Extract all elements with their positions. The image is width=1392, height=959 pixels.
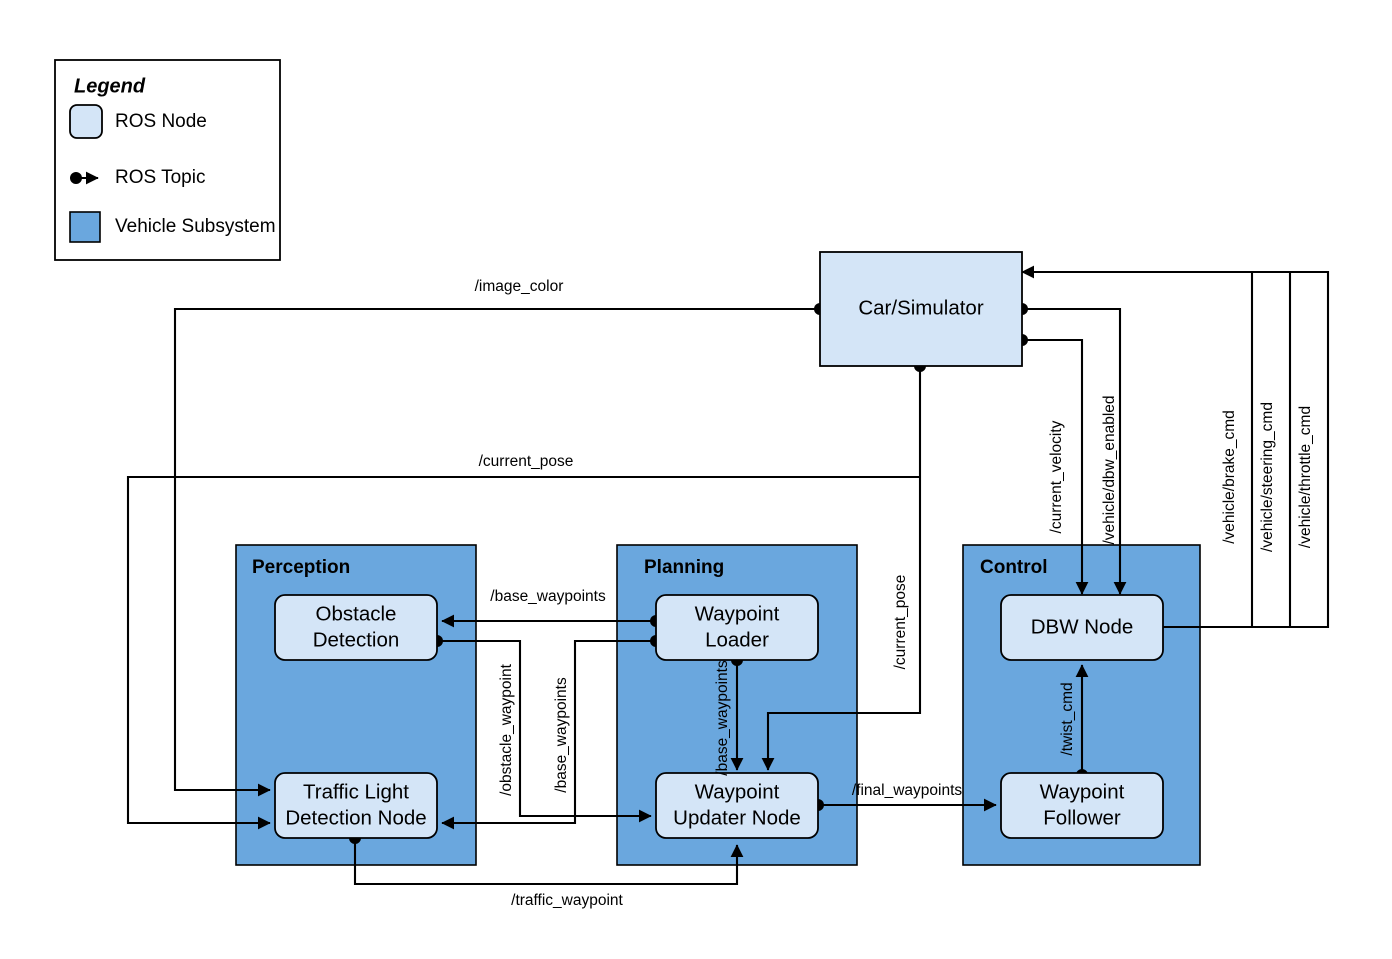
waypoint-follower-label-line2: Follower: [1043, 806, 1121, 829]
obstacle-detection-label-line2: Detection: [313, 628, 400, 651]
obstacle-detection-label-line1: Obstacle: [316, 602, 397, 625]
topic-label-obstacle-waypoint: /obstacle_waypoint: [498, 663, 515, 796]
topic-label-vehicle-brake-cmd: /vehicle/brake_cmd: [1221, 410, 1238, 544]
car-simulator-box[interactable]: [819, 251, 1023, 367]
topic-label-vehicle-steering-cmd: /vehicle/steering_cmd: [1259, 402, 1276, 552]
legend-item-label-vehicle-subsystem: Vehicle Subsystem: [115, 216, 276, 237]
legend-ros-topic-swatch: [70, 171, 99, 185]
legend: Legend ROS Node ROS Topic Vehicle Subsys…: [54, 59, 281, 261]
obstacle-detection-box[interactable]: [274, 594, 438, 661]
legend-title: Legend: [74, 75, 146, 97]
traffic-light-detection-label-line2: Detection Node: [285, 806, 426, 829]
waypoint-follower-box[interactable]: [1000, 772, 1164, 839]
topic-label-vehicle-dbw-enabled: /vehicle/dbw_enabled: [1101, 395, 1118, 544]
topic-label-current-velocity: /current_velocity: [1048, 420, 1065, 533]
node-waypoint-loader[interactable]: Waypoint Loader: [655, 594, 819, 661]
node-waypoint-updater[interactable]: Waypoint Updater Node: [655, 772, 819, 839]
legend-item-label-ros-topic: ROS Topic: [115, 167, 205, 188]
node-traffic-light-detection[interactable]: Traffic Light Detection Node: [274, 772, 438, 839]
topic-label-vehicle-throttle-cmd: /vehicle/throttle_cmd: [1297, 406, 1314, 548]
waypoint-updater-box[interactable]: [655, 772, 819, 839]
dbw-node-label: DBW Node: [1031, 615, 1134, 638]
legend-ros-node-swatch: [69, 104, 103, 139]
wire-current-pose-top: [126, 475, 920, 830]
legend-item-label-ros-node: ROS Node: [115, 111, 207, 132]
topic-label-final-waypoints: /final_waypoints: [852, 782, 963, 799]
topic-label-base-waypoints-top: /base_waypoints: [490, 588, 606, 605]
topic-label-image-color: /image_color: [475, 278, 564, 295]
control-label: Control: [980, 557, 1048, 578]
waypoint-loader-label-line2: Loader: [705, 628, 769, 651]
waypoint-updater-label-line2: Updater Node: [673, 806, 801, 829]
node-obstacle-detection[interactable]: Obstacle Detection: [274, 594, 438, 661]
car-simulator-label: Car/Simulator: [858, 296, 983, 319]
topic-label-current-pose-top: /current_pose: [479, 453, 574, 470]
node-dbw[interactable]: DBW Node: [1000, 594, 1164, 661]
waypoint-loader-label-line1: Waypoint: [695, 602, 780, 625]
traffic-light-detection-box[interactable]: [274, 772, 438, 839]
topic-label-current-pose-right: /current_pose: [892, 575, 909, 670]
legend-vehicle-subsystem-swatch: [69, 211, 101, 243]
topic-label-base-waypoints-inner: /base_waypoints: [714, 660, 731, 776]
topic-label-traffic-waypoint: /traffic_waypoint: [511, 892, 623, 909]
topic-label-base-waypoints-mid: /base_waypoints: [553, 677, 570, 793]
traffic-light-detection-label-line1: Traffic Light: [303, 780, 409, 803]
waypoint-follower-label-line1: Waypoint: [1040, 780, 1125, 803]
node-car-simulator[interactable]: Car/Simulator: [819, 251, 1023, 367]
planning-label: Planning: [644, 557, 724, 578]
waypoint-updater-label-line1: Waypoint: [695, 780, 780, 803]
node-waypoint-follower[interactable]: Waypoint Follower: [1000, 772, 1164, 839]
perception-label: Perception: [252, 557, 350, 578]
dbw-node-box[interactable]: [1000, 594, 1164, 661]
waypoint-loader-box[interactable]: [655, 594, 819, 661]
topic-label-twist-cmd: /twist_cmd: [1059, 682, 1076, 755]
